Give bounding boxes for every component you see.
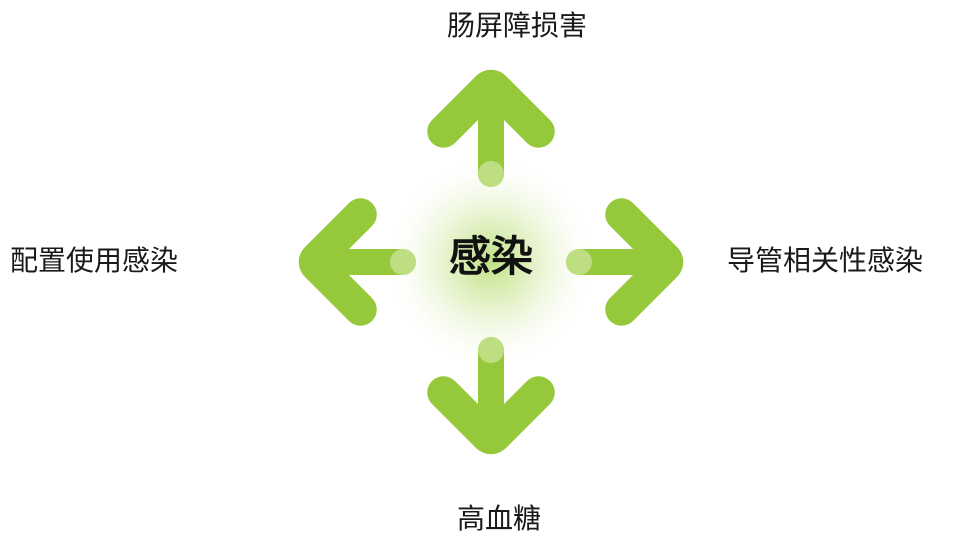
arrow-tail-group — [390, 161, 592, 363]
factor-label-left: 配置使用感染 — [10, 244, 179, 277]
factor-label-bottom: 高血糖 — [457, 502, 542, 535]
arrow-up-tail — [478, 161, 504, 187]
factor-label-top: 肠屏障损害 — [447, 9, 588, 42]
arrow-right-tail — [566, 249, 592, 275]
center-glow — [383, 154, 599, 370]
arrow-left — [298, 198, 416, 326]
center-label: 感染 — [448, 232, 533, 281]
arrow-group — [298, 69, 684, 455]
arrow-right — [566, 198, 684, 326]
factor-label-right: 导管相关性感染 — [727, 244, 924, 277]
arrow-up — [427, 69, 555, 187]
arrow-down-tail — [478, 337, 504, 363]
arrow-left-tail — [390, 249, 416, 275]
arrow-down — [427, 337, 555, 455]
